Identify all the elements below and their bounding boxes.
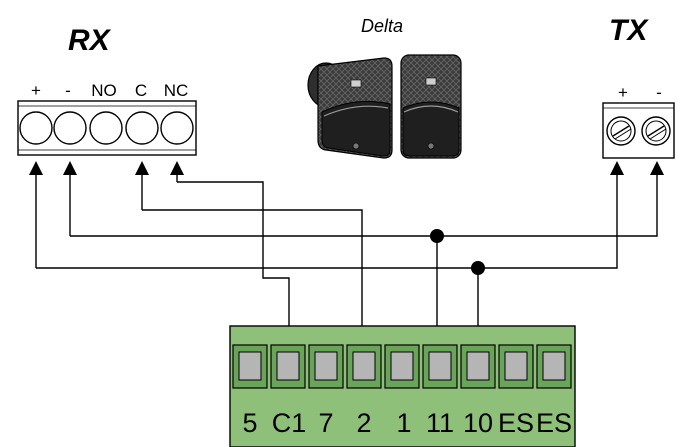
board-terminal-label: 10 — [463, 408, 493, 438]
board-terminal-label: ES — [498, 408, 534, 438]
board-terminal-label: 1 — [396, 408, 411, 438]
rx-terminal-label: C — [135, 81, 147, 100]
rx-terminal-label: NC — [164, 81, 189, 100]
rx-screw-terminal — [160, 111, 194, 145]
board-slot — [346, 344, 382, 389]
product-name: Delta — [361, 16, 403, 36]
rx-terminal-label: NO — [91, 81, 117, 100]
board-terminal-label: C1 — [272, 408, 307, 438]
rx-screw-terminal — [19, 111, 53, 145]
photocell-right-image — [400, 54, 462, 159]
rx-terminal-label: + — [31, 81, 41, 100]
board-terminal-label: 11 — [426, 408, 454, 438]
board-terminal-label: 7 — [318, 408, 333, 438]
rx-receiver: RX + - NO C NC — [17, 24, 197, 156]
rx-terminal-label: - — [65, 81, 71, 100]
wiring — [29, 161, 664, 359]
board-slot — [460, 344, 496, 389]
board-terminal-label: ES — [536, 408, 572, 438]
wire-minus-bus — [70, 161, 664, 237]
wire-nc-to-terminal-c1 — [177, 181, 296, 359]
board-slot — [498, 344, 534, 389]
delta-photocells: Delta — [307, 16, 462, 159]
rx-screw-terminal — [125, 111, 159, 145]
board-slot — [232, 344, 268, 389]
photocell-left-image — [307, 57, 393, 159]
tx-transmitter: TX + - — [602, 14, 675, 159]
rx-screw-terminal — [89, 111, 123, 145]
board-terminal-label: 5 — [242, 408, 257, 438]
board-slot — [308, 344, 344, 389]
wire-plus-bus — [36, 161, 624, 269]
tx-title: TX — [609, 14, 649, 47]
tx-terminal-label: - — [656, 83, 662, 102]
control-board-terminal-strip: 5 C1 7 2 1 11 10 ES ES — [229, 325, 576, 447]
tx-terminal-label: + — [618, 83, 628, 102]
junction-dot — [430, 229, 444, 243]
board-slot — [536, 344, 572, 389]
board-terminal-label: 2 — [356, 408, 371, 438]
rx-screw-terminal — [53, 111, 87, 145]
board-slot — [384, 344, 420, 389]
board-slot — [270, 344, 306, 389]
rx-title: RX — [68, 24, 112, 57]
junction-dot — [471, 261, 485, 275]
board-slot — [422, 344, 458, 389]
wire-c-to-terminal-2 — [142, 209, 369, 359]
